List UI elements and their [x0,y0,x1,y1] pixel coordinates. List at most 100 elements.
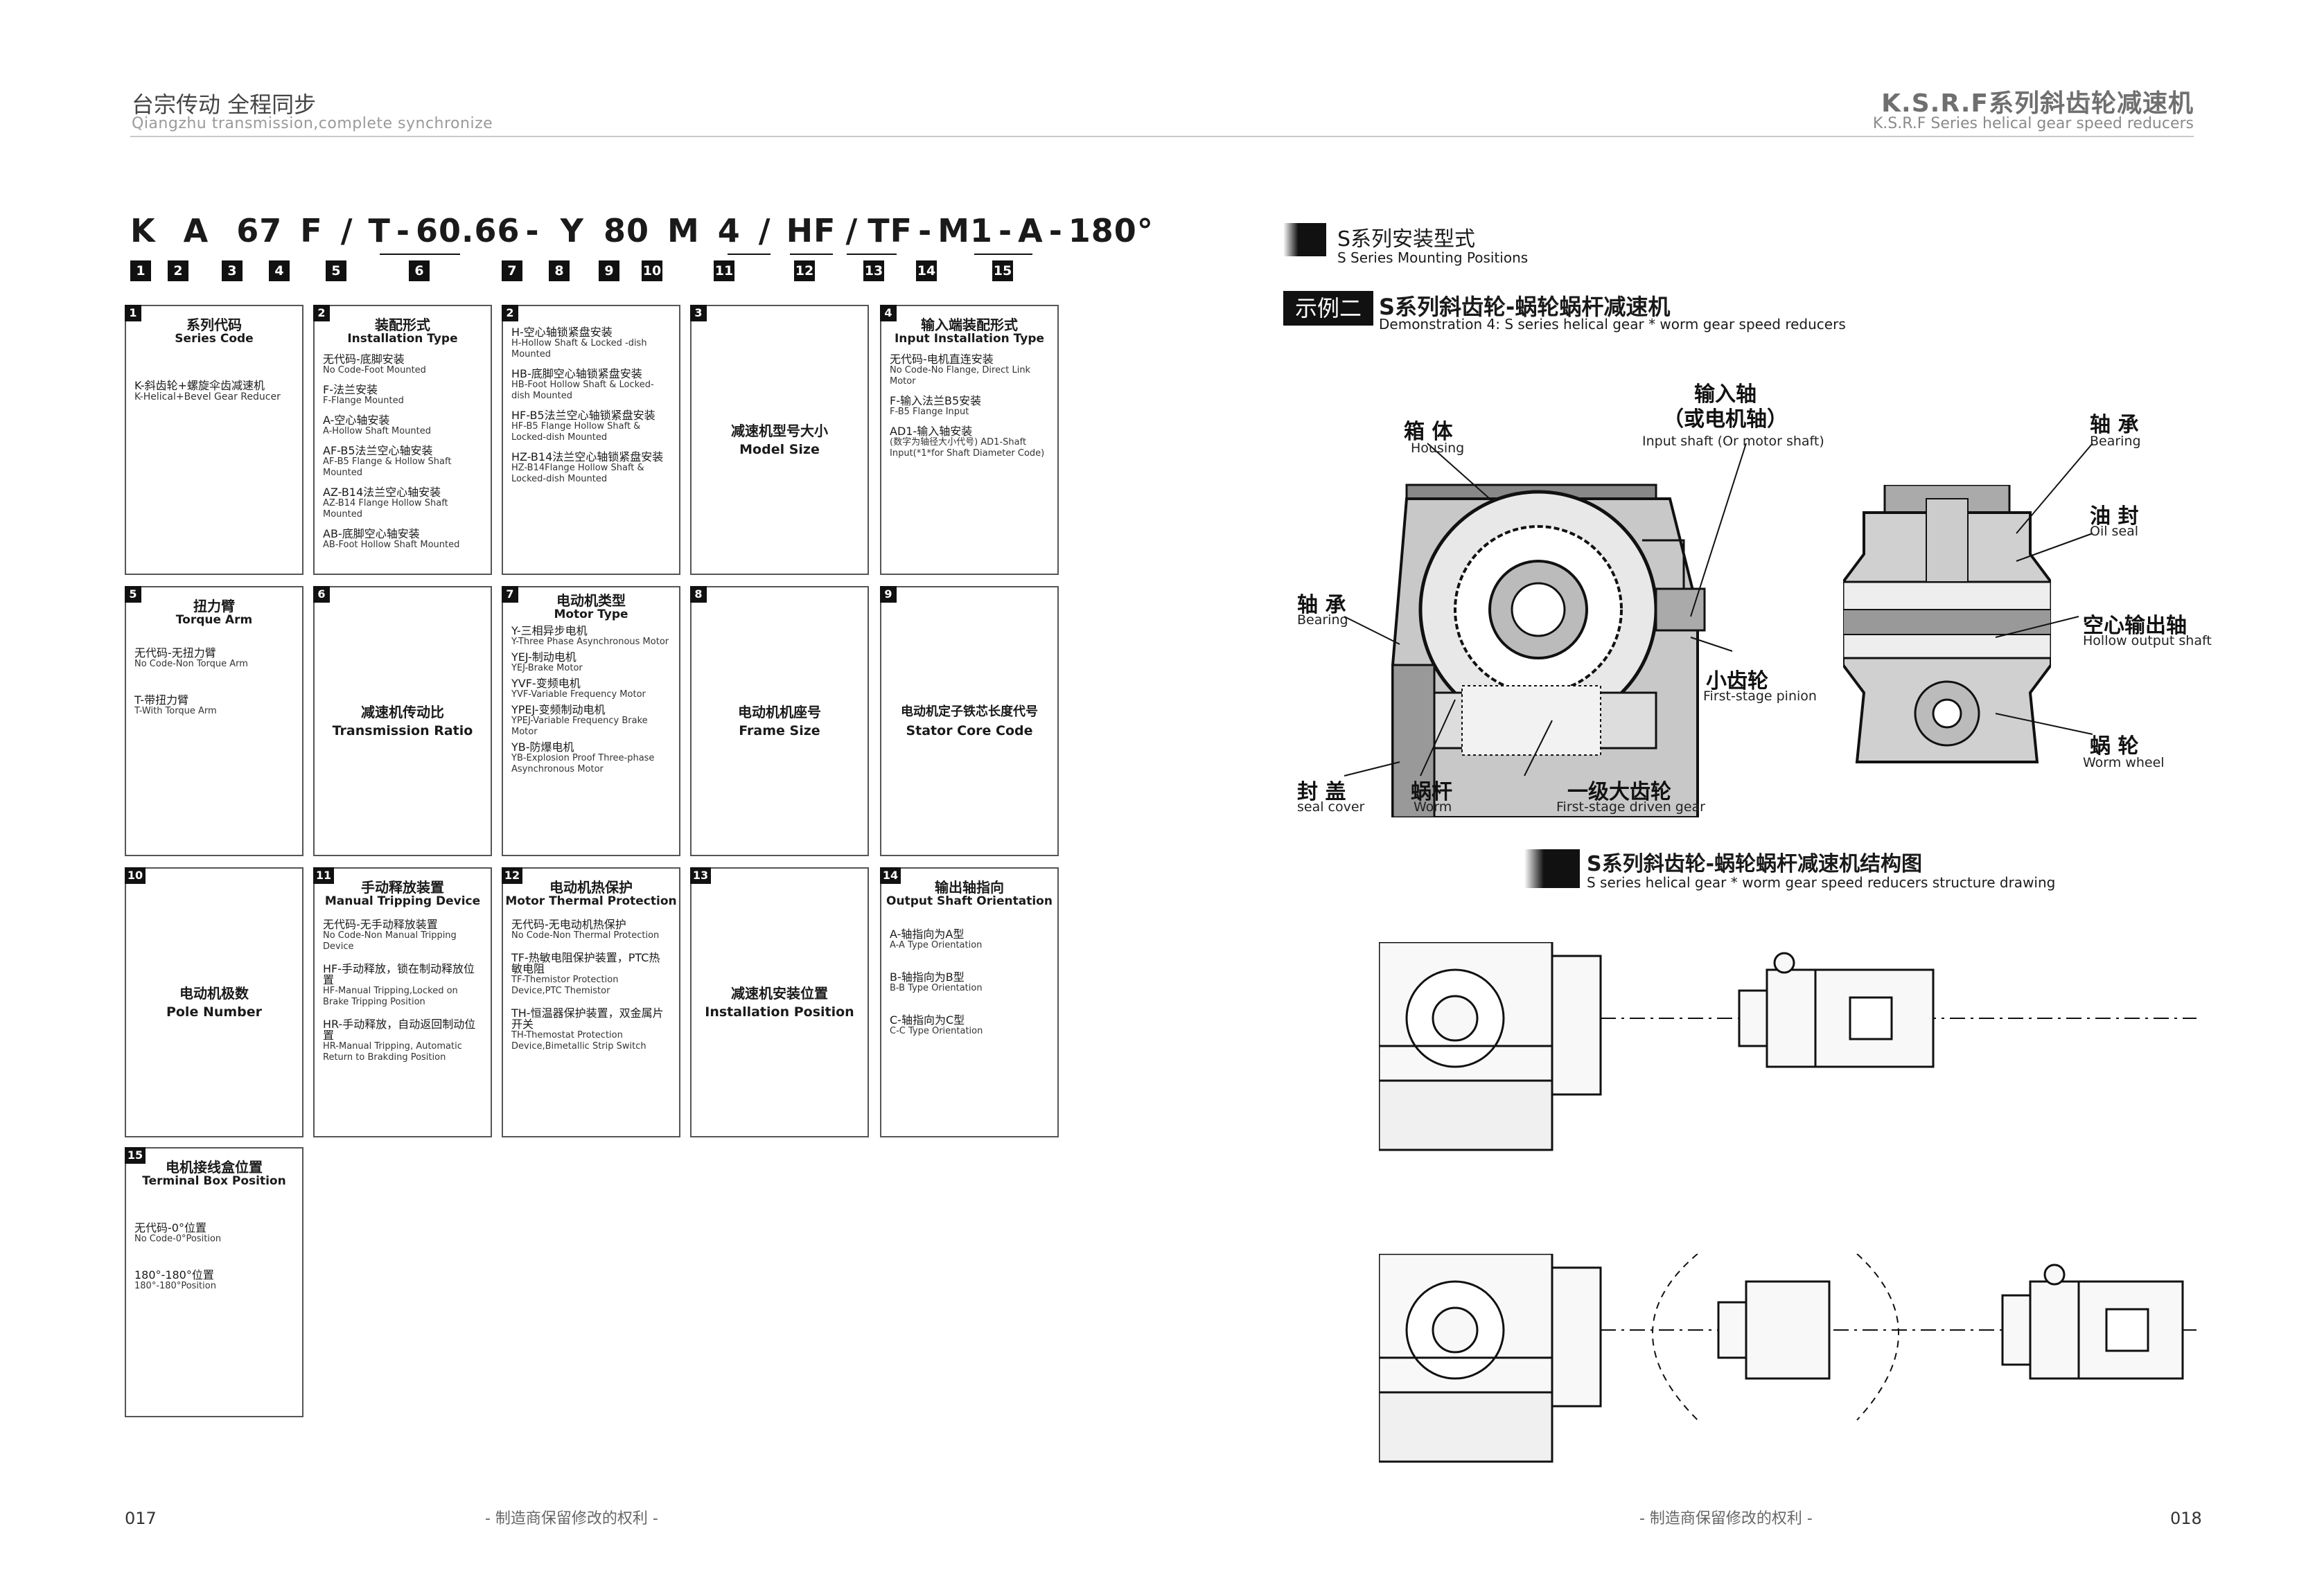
label-pinion-cn: 小齿轮 [1706,669,1768,693]
label-seal-cover-cn: 封 盖 [1297,780,1346,804]
code-part: F [300,212,323,249]
box-subtitle: Installation Position [705,1004,854,1020]
legend-box-frame-size: 8 电动机机座号 Frame Size [690,586,869,856]
structure-icon [1524,849,1580,891]
code-part: A [1018,212,1044,249]
structure-drawing-motor [1379,942,2197,1151]
legend-box-output-orientation: 14 输出轴指向 Output Shaft Orientation A-轴指向为… [880,867,1059,1137]
code-position-15: 15 [992,260,1013,281]
box-title: 电动机定子铁芯长度代号 [901,704,1038,719]
legend-box-transmission-ratio: 6 减速机传动比 Transmission Ratio [313,586,492,856]
code-part: - [998,212,1013,249]
legend-box-thermal-protection: 12 电动机热保护 Motor Thermal Protection 无代码-无… [502,867,680,1137]
box-number: 8 [690,586,707,603]
box-number: 11 [313,867,334,884]
s-reducer-section-drawing [1391,484,1706,817]
page-number-left: 017 [125,1509,157,1528]
label-bearing-left-cn: 轴 承 [1297,593,1346,617]
leader-lines [1344,443,2093,777]
code-part: HF [786,212,836,249]
code-part: / [758,212,771,249]
code-part: 60.66 [416,212,520,249]
legend-box-model-size: 3 减速机型号大小 Model Size [690,305,869,575]
code-part: A [183,212,209,249]
label-bearing-right-cn: 轴 承 [2090,413,2139,437]
box-number: 2 [502,305,518,321]
label-hollow-shaft-en: Hollow output shaft [2083,633,2212,648]
box-number: 4 [880,305,897,321]
label-seal-cover-en: seal cover [1297,799,1365,815]
box-title: 系列代码 [186,317,242,333]
box-subtitle: Installation Type [347,332,458,346]
code-position-12: 12 [794,260,815,281]
label-oil-seal-cn: 油 封 [2090,504,2139,529]
code-position-7: 7 [502,260,522,281]
code-part: M1 [937,212,993,249]
box-subtitle: Frame Size [739,723,820,738]
demo-tag: 示例二 [1283,291,1373,326]
section-title-cn: S系列安装型式 [1337,227,1476,251]
demo-title-cn: S系列斜齿轮-蜗轮蜗杆减速机 [1379,294,1671,320]
label-input-shaft-cn: 输入轴 （或电机轴） [1663,382,1788,432]
box-title: 装配形式 [375,317,430,333]
code-underline [847,254,897,255]
legend-item: K-斜齿轮+螺旋伞齿减速机 K-Helical+Bevel Gear Reduc… [134,379,281,403]
label-bearing-left-en: Bearing [1297,612,1348,628]
header-left-cn: 台宗传动 全程同步 [132,91,317,118]
code-position-1: 1 [130,260,151,281]
box-subtitle: Series Code [175,332,254,346]
box-number: 2 [313,305,330,321]
box-subtitle: Model Size [739,442,820,457]
code-part: K [130,212,156,249]
box-number: 12 [502,867,522,884]
label-worm-cn: 蜗杆 [1411,780,1452,804]
s-reducer-front-drawing [1843,485,2051,763]
box-subtitle: Stator Core Code [906,723,1033,738]
section-title-en: S Series Mounting Positions [1337,249,1529,266]
box-title: 电机接线盒位置 [166,1159,263,1176]
box-subtitle: Pole Number [166,1004,263,1020]
box-subtitle: Motor Thermal Protection [505,894,677,908]
label-hollow-shaft-cn: 空心输出轴 [2083,614,2187,638]
code-position-11: 11 [714,260,734,281]
label-bearing-right-en: Bearing [2090,434,2141,449]
box-number: 14 [880,867,901,884]
header-left-en: Qiangzhu transmission,complete synchroni… [132,115,493,132]
code-position-9: 9 [599,260,619,281]
legend-box-series-code: 1 系列代码 Series Code K-斜齿轮+螺旋伞齿减速机 K-Helic… [125,305,303,575]
code-position-4: 4 [269,260,290,281]
box-subtitle: Manual Tripping Device [324,894,481,908]
box-subtitle: Input Installation Type [894,332,1045,346]
box-title: 减速机传动比 [361,704,444,720]
demo-title-en: Demonstration 4: S series helical gear *… [1379,316,1846,333]
structure-title-en: S series helical gear * worm gear speed … [1587,874,2056,891]
box-subtitle: Terminal Box Position [142,1174,286,1188]
code-part: M [667,212,700,249]
footer-note-left: - 制造商保留修改的权利 - [485,1510,658,1527]
box-number: 13 [690,867,711,884]
section-icon [1283,223,1326,259]
code-part: Y [560,212,584,249]
label-worm-wheel-en: Worm wheel [2083,755,2165,770]
page-number-right: 018 [2170,1509,2202,1528]
code-part: TF [868,212,913,249]
box-number: 1 [125,305,141,321]
box-title: 减速机型号大小 [731,423,828,439]
